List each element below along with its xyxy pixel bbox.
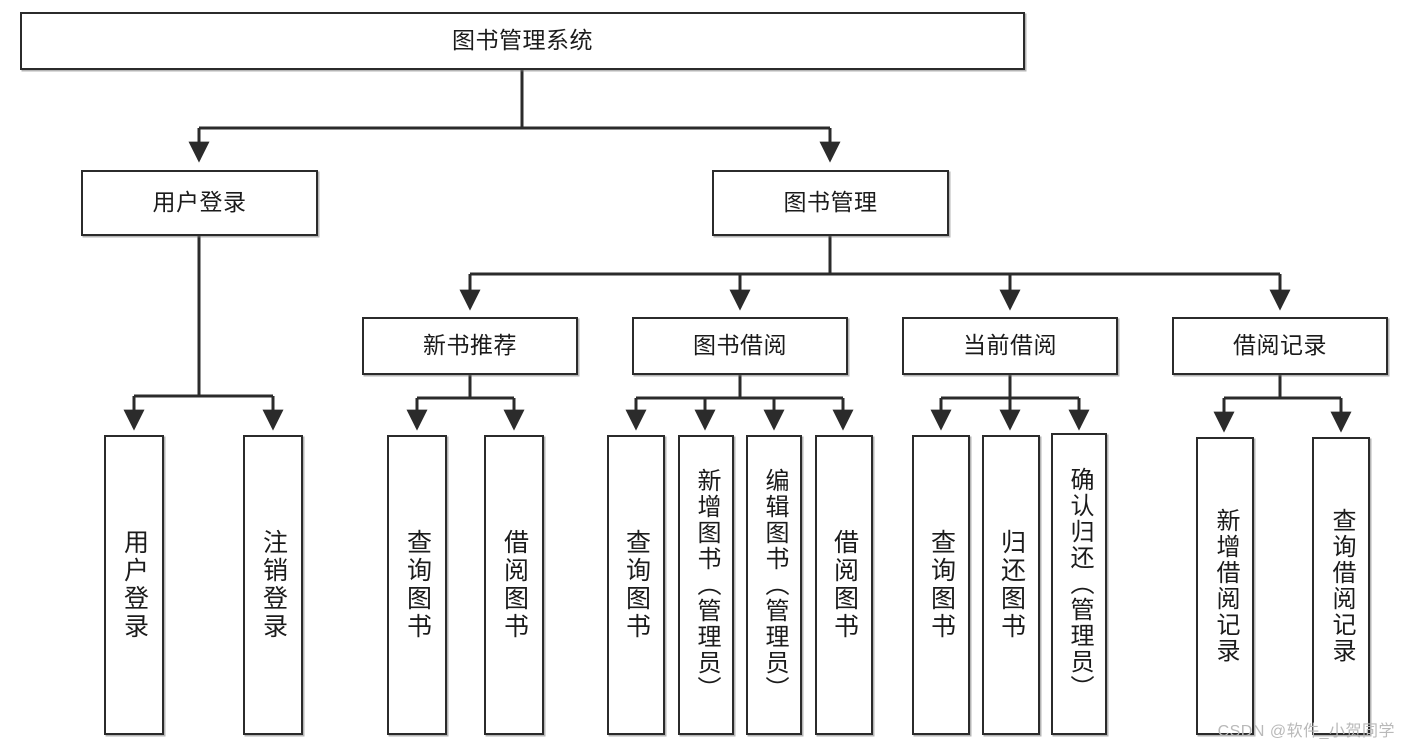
leaf-borrow-book-2-label: 借阅图书 — [830, 529, 859, 641]
leaf-query-book-2[interactable]: 查询图书 — [607, 435, 665, 735]
leaf-add-record[interactable]: 新增借阅记录 — [1196, 437, 1254, 735]
node-borrow-record[interactable]: 借阅记录 — [1172, 317, 1388, 375]
leaf-confirm-return-label: 确认归还（管理员） — [1066, 467, 1093, 701]
node-book-borrow[interactable]: 图书借阅 — [632, 317, 848, 375]
leaf-borrow-book-1-label: 借阅图书 — [500, 529, 529, 641]
leaf-user-login[interactable]: 用户登录 — [104, 435, 164, 735]
node-book-borrow-label: 图书借阅 — [693, 332, 787, 359]
leaf-query-book-1-label: 查询图书 — [403, 529, 432, 641]
watermark: CSDN @软件_小贺同学 — [1217, 723, 1395, 740]
node-new-book-recommend-label: 新书推荐 — [423, 332, 517, 359]
node-root-label: 图书管理系统 — [452, 27, 593, 54]
leaf-add-book[interactable]: 新增图书（管理员） — [678, 435, 734, 735]
leaf-query-book-2-label: 查询图书 — [622, 529, 651, 641]
leaf-edit-book[interactable]: 编辑图书（管理员） — [746, 435, 802, 735]
node-current-borrow[interactable]: 当前借阅 — [902, 317, 1118, 375]
node-current-borrow-label: 当前借阅 — [963, 332, 1057, 359]
leaf-logout-label: 注销登录 — [259, 529, 288, 641]
leaf-query-book-3[interactable]: 查询图书 — [912, 435, 970, 735]
node-borrow-record-label: 借阅记录 — [1233, 332, 1327, 359]
leaf-borrow-book-2[interactable]: 借阅图书 — [815, 435, 873, 735]
leaf-confirm-return[interactable]: 确认归还（管理员） — [1051, 433, 1107, 735]
leaf-edit-book-label: 编辑图书（管理员） — [761, 468, 788, 702]
leaf-query-book-1[interactable]: 查询图书 — [387, 435, 447, 735]
leaf-logout[interactable]: 注销登录 — [243, 435, 303, 735]
node-book-manage-label: 图书管理 — [783, 189, 878, 216]
leaf-return-book[interactable]: 归还图书 — [982, 435, 1040, 735]
node-user-login-label: 用户登录 — [152, 189, 247, 216]
node-new-book-recommend[interactable]: 新书推荐 — [362, 317, 578, 375]
node-user-login[interactable]: 用户登录 — [81, 170, 318, 236]
leaf-add-record-label: 新增借阅记录 — [1212, 508, 1239, 664]
leaf-add-book-label: 新增图书（管理员） — [693, 468, 720, 702]
leaf-query-record-label: 查询借阅记录 — [1328, 508, 1355, 664]
leaf-query-book-3-label: 查询图书 — [927, 529, 956, 641]
leaf-borrow-book-1[interactable]: 借阅图书 — [484, 435, 544, 735]
leaf-return-book-label: 归还图书 — [997, 529, 1026, 641]
node-root[interactable]: 图书管理系统 — [20, 12, 1025, 70]
node-book-manage[interactable]: 图书管理 — [712, 170, 949, 236]
leaf-query-record[interactable]: 查询借阅记录 — [1312, 437, 1370, 735]
leaf-user-login-label: 用户登录 — [120, 529, 149, 641]
